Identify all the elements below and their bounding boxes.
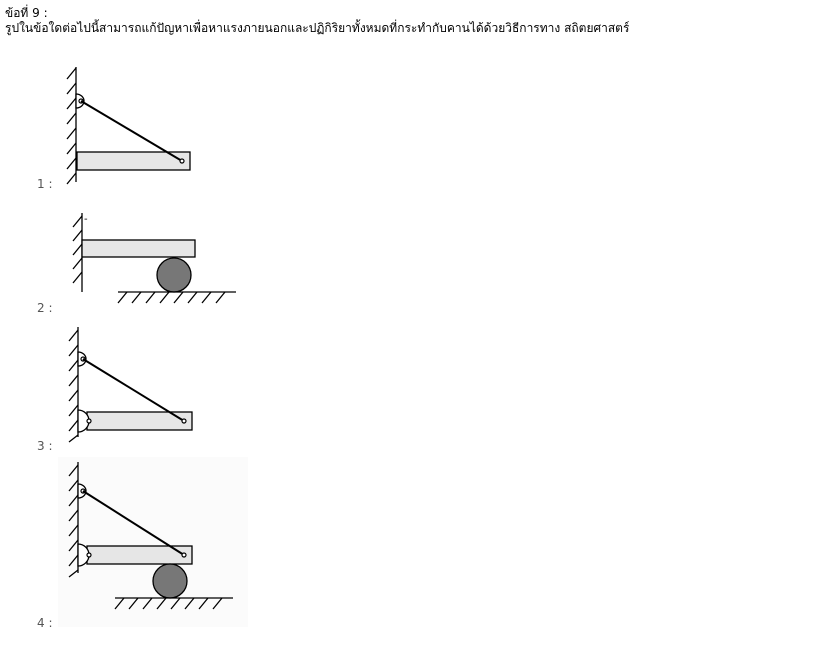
question-number: ข้อที่ 9 : xyxy=(5,6,48,20)
cable xyxy=(82,358,185,422)
choice-label-4: 4 : xyxy=(37,616,53,630)
beam-end-pin xyxy=(179,158,185,164)
figure-choice-2: - xyxy=(72,213,236,304)
beam xyxy=(86,545,193,565)
minus-marker: - xyxy=(84,214,88,225)
question-text: รูปในข้อใดต่อไปนี้สามารถแก้ปัญหาเพื่อหาแ… xyxy=(5,21,630,35)
figure-background xyxy=(58,457,248,627)
wall-hatching xyxy=(72,213,83,292)
ground-hatching xyxy=(117,291,236,304)
figure-choice-1 xyxy=(66,67,191,185)
beam xyxy=(81,239,196,258)
wall-hatching xyxy=(68,327,79,443)
choice-label-3: 3 : xyxy=(37,439,53,453)
wall-hatching xyxy=(66,67,77,185)
choice-label-2: 2 : xyxy=(37,301,53,315)
beam-end-pin xyxy=(181,418,187,424)
roller xyxy=(156,257,192,293)
beam-pin xyxy=(86,418,92,424)
ground-hatching xyxy=(114,597,233,610)
cable xyxy=(82,490,185,556)
beam xyxy=(86,411,193,431)
roller xyxy=(152,563,188,599)
beam-end-pin xyxy=(181,552,187,558)
choice-label-1: 1 : xyxy=(37,177,53,191)
cable xyxy=(80,100,183,162)
figure-choice-3 xyxy=(68,327,193,443)
figure-choice-4 xyxy=(58,457,248,627)
beam xyxy=(76,151,191,171)
beam-pin xyxy=(86,552,92,558)
